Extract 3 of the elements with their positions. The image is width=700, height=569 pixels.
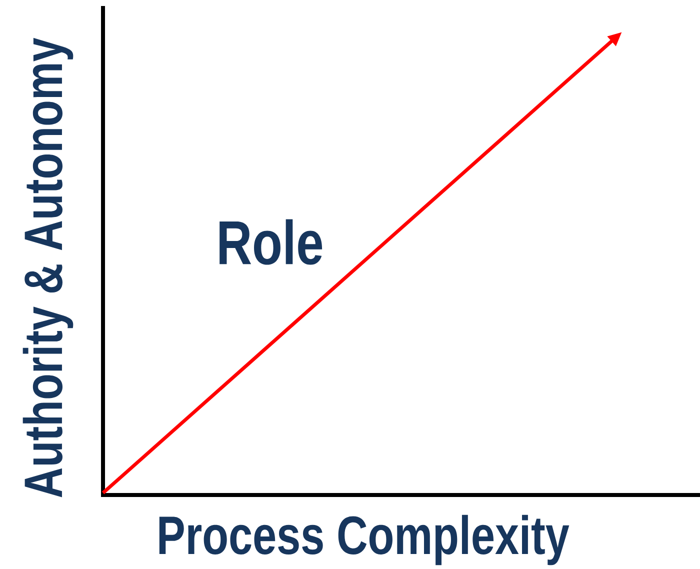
axis-label: Process Complexity [159,514,570,566]
role-label: Role [220,219,322,265]
axis-label: Authority & Autonomy [22,38,74,498]
